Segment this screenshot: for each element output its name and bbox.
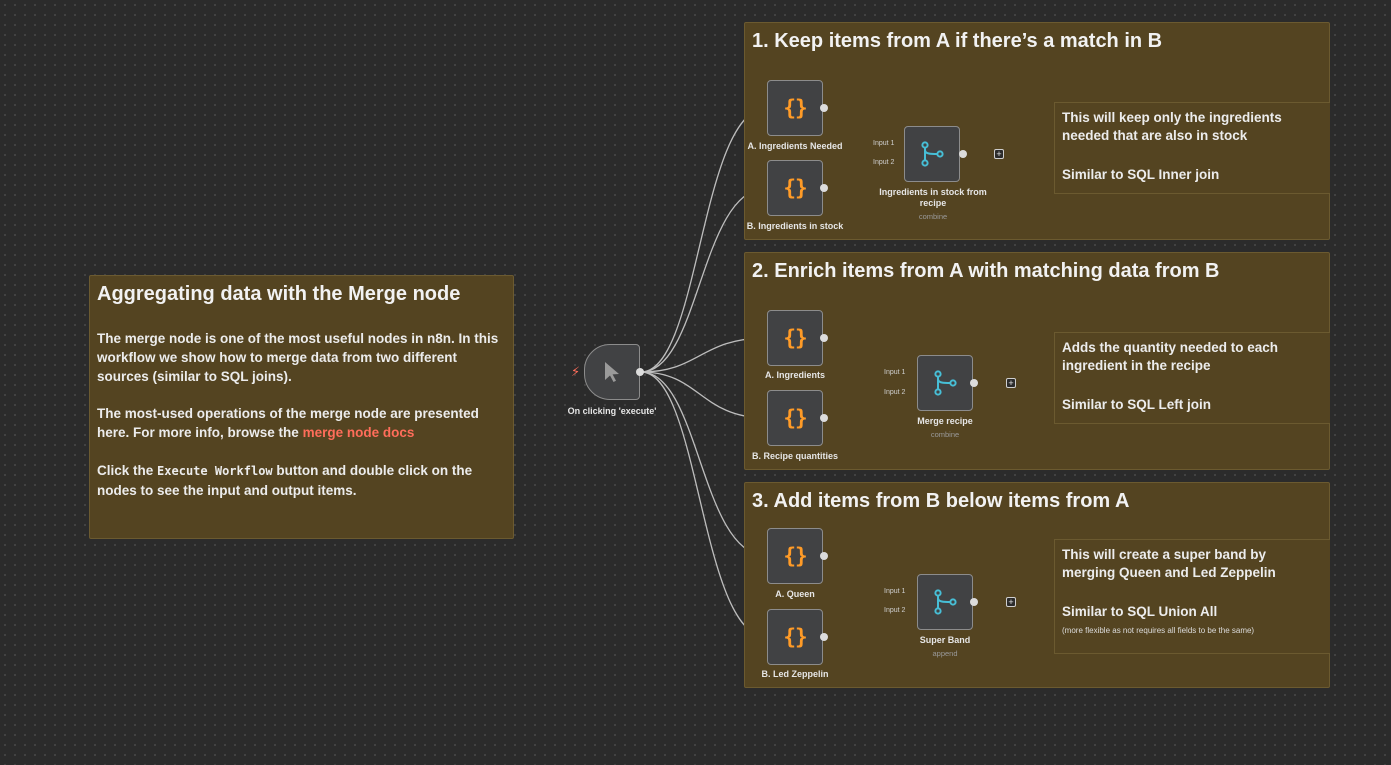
code-braces-icon: {} [783, 96, 807, 120]
output-port[interactable] [959, 150, 967, 158]
output-port[interactable] [820, 552, 828, 560]
intro-paragraph-2-text: The most-used operations of the merge no… [97, 406, 479, 440]
execute-workflow-code: Execute Workflow [157, 464, 273, 478]
output-port[interactable] [820, 104, 828, 112]
merge-1-mode: combine [918, 212, 948, 221]
trigger-label: On clicking 'execute' [567, 406, 657, 416]
input-2-label: Input 2 [884, 389, 906, 396]
intro-paragraph-2: The most-used operations of the merge no… [97, 404, 507, 442]
merge-3-mode: append [932, 649, 958, 658]
section-3-note-small: (more flexible as not requires all field… [1062, 626, 1255, 635]
node-a-label: A. Queen [775, 589, 815, 599]
merge-node-ingredients-in-stock[interactable] [904, 126, 960, 182]
intro-paragraph-3-pre: Click the [97, 463, 154, 478]
section-2-title: 2. Enrich items from A with matching dat… [752, 260, 1220, 282]
manual-trigger-node[interactable] [584, 344, 640, 400]
code-braces-icon: {} [783, 176, 807, 200]
add-node-button[interactable]: + [1006, 378, 1016, 388]
section-2-note-line-1: Adds the quantity needed to each [1062, 340, 1279, 355]
section-1-title: 1. Keep items from A if there’s a match … [752, 30, 1163, 52]
output-port[interactable] [970, 598, 978, 606]
node-b-label: B. Led Zeppelin [761, 669, 829, 679]
add-node-button[interactable]: + [994, 149, 1004, 159]
input-2-label: Input 2 [884, 607, 906, 614]
output-port[interactable] [820, 184, 828, 192]
section-2-note-line-3: Similar to SQL Left join [1062, 397, 1212, 412]
output-port[interactable] [820, 334, 828, 342]
merge-node-super-band[interactable] [917, 574, 973, 630]
lightning-bolt-icon: ⚡︎ [571, 364, 581, 379]
code-braces-icon: {} [783, 625, 807, 649]
code-node-ingredients-needed[interactable]: {} [767, 80, 823, 136]
section-1-note-line-3: Similar to SQL Inner join [1062, 167, 1220, 182]
merge-icon [934, 370, 957, 396]
section-2-note-line-2: ingredient in the recipe [1062, 358, 1211, 373]
output-port[interactable] [970, 379, 978, 387]
section-3-note-line-1: This will create a super band by [1062, 547, 1267, 562]
merge-3-label: Super Band [919, 635, 971, 645]
node-b-label: B. Ingredients in stock [746, 221, 844, 231]
code-node-ingredients[interactable]: {} [767, 310, 823, 366]
merge-icon [934, 589, 957, 615]
merge-2-label: Merge recipe [917, 416, 973, 426]
section-3-note-line-2: merging Queen and Led Zeppelin [1062, 565, 1276, 580]
code-node-led-zeppelin[interactable]: {} [767, 609, 823, 665]
input-1-label: Input 1 [873, 140, 895, 147]
node-a-label: A. Ingredients Needed [747, 141, 843, 151]
intro-paragraph-3: Click the Execute Workflow button and do… [97, 461, 507, 500]
trigger-output-port[interactable] [636, 368, 644, 376]
code-node-queen[interactable]: {} [767, 528, 823, 584]
section-3-note-line-3: Similar to SQL Union All [1062, 604, 1218, 619]
intro-paragraph-3-post: button and double click on the nodes to … [97, 463, 473, 498]
intro-sticky-note[interactable]: Aggregating data with the Merge node The… [89, 275, 514, 539]
intro-title: Aggregating data with the Merge node [97, 283, 461, 305]
code-node-recipe-quantities[interactable]: {} [767, 390, 823, 446]
add-node-button[interactable]: + [1006, 597, 1016, 607]
code-braces-icon: {} [783, 544, 807, 568]
code-node-ingredients-in-stock[interactable]: {} [767, 160, 823, 216]
merge-icon [921, 141, 944, 167]
section-1-note[interactable]: This will keep only the ingredients need… [1054, 102, 1330, 194]
node-a-label: A. Ingredients [764, 370, 826, 380]
section-1-note-line-2: needed that are also in stock [1062, 128, 1248, 143]
section-2-note[interactable]: Adds the quantity needed to each ingredi… [1054, 332, 1330, 424]
merge-2-mode: combine [930, 430, 960, 439]
node-b-label: B. Recipe quantities [751, 451, 839, 461]
code-braces-icon: {} [783, 406, 807, 430]
section-3-title: 3. Add items from B below items from A [752, 490, 1130, 512]
input-2-label: Input 2 [873, 159, 895, 166]
input-1-label: Input 1 [884, 369, 906, 376]
section-1-note-line-1: This will keep only the ingredients [1062, 110, 1282, 125]
input-1-label: Input 1 [884, 588, 906, 595]
output-port[interactable] [820, 414, 828, 422]
merge-node-docs-link[interactable]: merge node docs [302, 425, 415, 440]
intro-paragraph-1: The merge node is one of the most useful… [97, 331, 499, 384]
merge-1-label: Ingredients in stock from recipe [879, 187, 987, 208]
merge-node-merge-recipe[interactable] [917, 355, 973, 411]
section-3-note[interactable]: This will create a super band by merging… [1054, 539, 1330, 654]
cursor-arrow-icon [605, 362, 619, 382]
output-port[interactable] [820, 633, 828, 641]
code-braces-icon: {} [783, 326, 807, 350]
